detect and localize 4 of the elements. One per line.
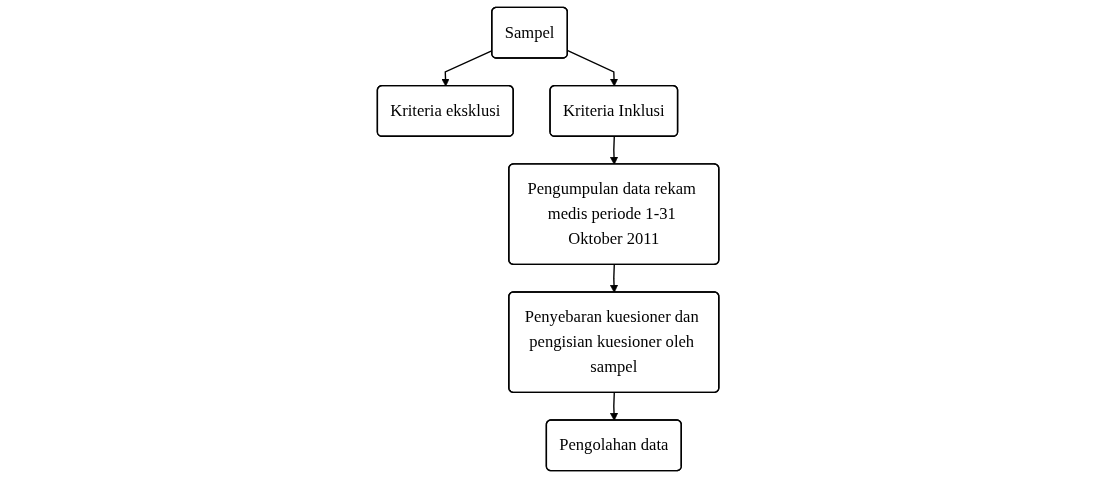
arrow	[567, 50, 619, 87]
arrow	[610, 264, 619, 293]
arrow	[610, 136, 619, 165]
arrow	[610, 392, 619, 421]
